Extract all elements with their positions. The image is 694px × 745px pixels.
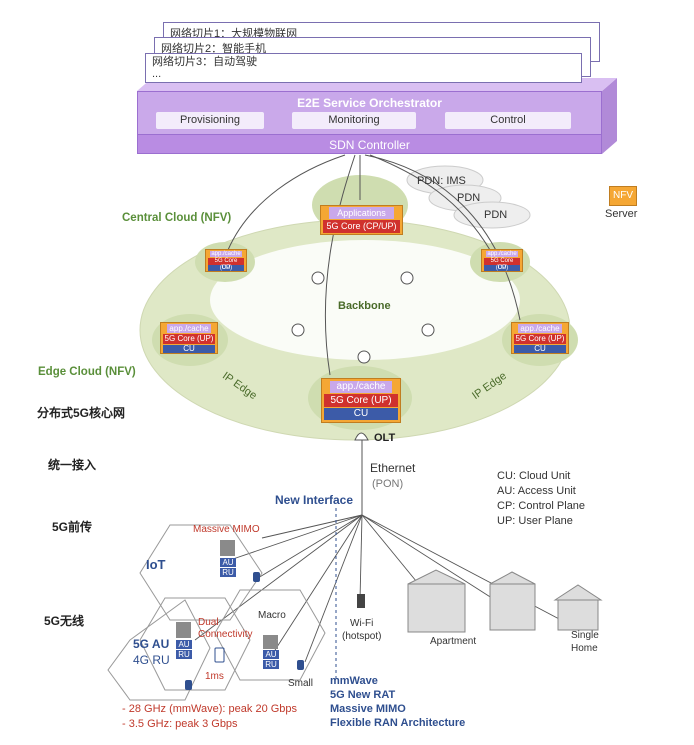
orchestrator-functions: Provisioning Monitoring Control bbox=[137, 110, 602, 134]
latency-label: 1ms bbox=[205, 671, 224, 682]
label-distributed-core: 分布式5G核心网 bbox=[37, 406, 126, 420]
massive-mimo-label: Massive MIMO bbox=[193, 524, 260, 535]
e2e-orchestrator-title: E2E Service Orchestrator bbox=[137, 91, 602, 113]
edge-cloud-node: app./cache 5G Core (UP) CU bbox=[321, 378, 401, 423]
iot-label: IoT bbox=[146, 557, 166, 572]
dual-connectivity-label: Dual Connectivity bbox=[198, 617, 253, 640]
new-interface-label: New Interface bbox=[275, 493, 354, 507]
label-wireless: 5G无线 bbox=[44, 614, 85, 628]
single-home-label-1: Single bbox=[571, 630, 599, 641]
backbone-label: Backbone bbox=[338, 300, 391, 312]
label-fronthaul: 5G前传 bbox=[52, 520, 93, 534]
slice-3: 网络切片3：自动驾驶 ... bbox=[145, 53, 582, 83]
pdn-ims-label: PDN: IMS bbox=[417, 175, 466, 187]
macro-label: Macro bbox=[258, 610, 286, 621]
edge-cloud-label: Edge Cloud (NFV) bbox=[38, 366, 136, 378]
backbone-inner-ellipse bbox=[210, 240, 520, 360]
edge-node-upper-right: app./cache 5G Core (UP) CU bbox=[481, 249, 523, 272]
legend: CU: Cloud Unit AU: Access Unit CP: Contr… bbox=[497, 470, 586, 527]
au-ru-top: AU RU bbox=[220, 558, 236, 577]
olt-label: OLT bbox=[374, 432, 396, 444]
ethernet-label: Ethernet bbox=[370, 461, 416, 475]
backbone-routers bbox=[291, 271, 435, 364]
central-core-label: 5G Core (CP/UP) bbox=[323, 220, 400, 233]
nfv-server-label: Server bbox=[605, 208, 638, 220]
sdn-controller: SDN Controller bbox=[137, 134, 602, 154]
5g-au-label: 5G AU bbox=[133, 637, 170, 651]
nfv-server-icon: NFV bbox=[609, 186, 637, 206]
single-home-label-2: Home bbox=[571, 643, 598, 654]
pdn-label-3: PDN bbox=[484, 209, 508, 221]
au-ru-mid: AU RU bbox=[176, 640, 192, 659]
pon-label: (PON) bbox=[372, 478, 404, 490]
central-cloud-node: Applications 5G Core (CP/UP) bbox=[320, 205, 403, 235]
edge-node-left: app./cache 5G Core (UP) CU bbox=[160, 322, 218, 354]
wifi-label: Wi-Fi bbox=[350, 618, 374, 629]
pdn-label-2: PDN bbox=[457, 192, 481, 204]
apartment-label: Apartment bbox=[430, 636, 477, 647]
central-cloud-label: Central Cloud (NFV) bbox=[122, 212, 232, 224]
provisioning-button[interactable]: Provisioning bbox=[156, 112, 264, 129]
spectrum-list: - 28 GHz (mmWave): peak 20 Gbps - 3.5 GH… bbox=[122, 703, 298, 730]
au-ru-right: AU RU bbox=[263, 650, 279, 669]
central-app-label: Applications bbox=[329, 207, 394, 219]
small-cell-label: Small bbox=[288, 678, 314, 689]
control-button[interactable]: Control bbox=[445, 112, 571, 129]
4g-ru-label: 4G RU bbox=[133, 653, 170, 667]
label-unified-access: 统一接入 bbox=[48, 458, 97, 472]
edge-node-right: app./cache 5G Core (UP) CU bbox=[511, 322, 569, 354]
wifi-access-point bbox=[357, 594, 365, 608]
edge-node-upper-left: app./cache 5G Core (UP) CU bbox=[205, 249, 247, 272]
hotspot-label: (hotspot) bbox=[342, 631, 382, 642]
tech-list: mmWave 5G New RAT Massive MIMO Flexible … bbox=[330, 675, 466, 729]
monitoring-button[interactable]: Monitoring bbox=[292, 112, 416, 129]
